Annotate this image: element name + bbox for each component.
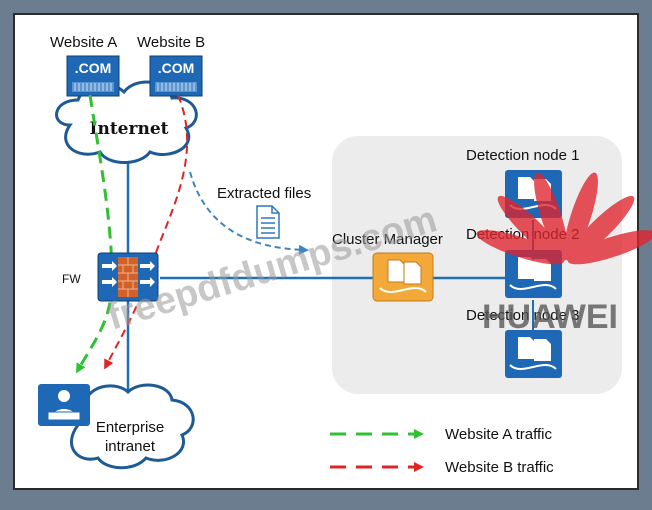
legend: Website A traffic Website B traffic — [330, 426, 554, 476]
enterprise-label-line2: intranet — [105, 438, 156, 455]
enterprise-intranet-cloud: Enterprise intranet — [65, 383, 195, 470]
cluster-manager-icon — [372, 252, 434, 302]
extracted-files-label: Extracted files — [217, 185, 311, 202]
website-b-server-icon: .COM — [149, 55, 203, 97]
huawei-wordmark: HUAWEI — [482, 298, 618, 336]
cluster-manager-label: Cluster Manager — [332, 231, 443, 248]
detection-node-3-icon — [505, 330, 562, 378]
legend-website-b-traffic: Website B traffic — [445, 459, 554, 476]
firewall-icon — [97, 252, 159, 302]
website-a-server-icon: .COM — [66, 55, 120, 97]
com-b-label: .COM — [158, 60, 195, 76]
huawei-logo-watermark: HUAWEI — [476, 172, 652, 336]
legend-website-a-traffic: Website A traffic — [445, 426, 552, 443]
com-a-label: .COM — [75, 60, 112, 76]
detection-node-1-label: Detection node 1 — [466, 147, 579, 164]
website-b-label: Website B — [137, 34, 205, 51]
enterprise-label-line1: Enterprise — [96, 419, 164, 436]
internet-label: Internet — [90, 119, 169, 139]
fw-label: FW — [62, 272, 81, 286]
extracted-files-flow — [189, 171, 309, 255]
file-icon — [256, 205, 280, 239]
enterprise-user-icon — [38, 384, 90, 426]
website-a-label: Website A — [50, 34, 117, 51]
detection-node-3-label: Detection node 3 — [466, 307, 579, 324]
